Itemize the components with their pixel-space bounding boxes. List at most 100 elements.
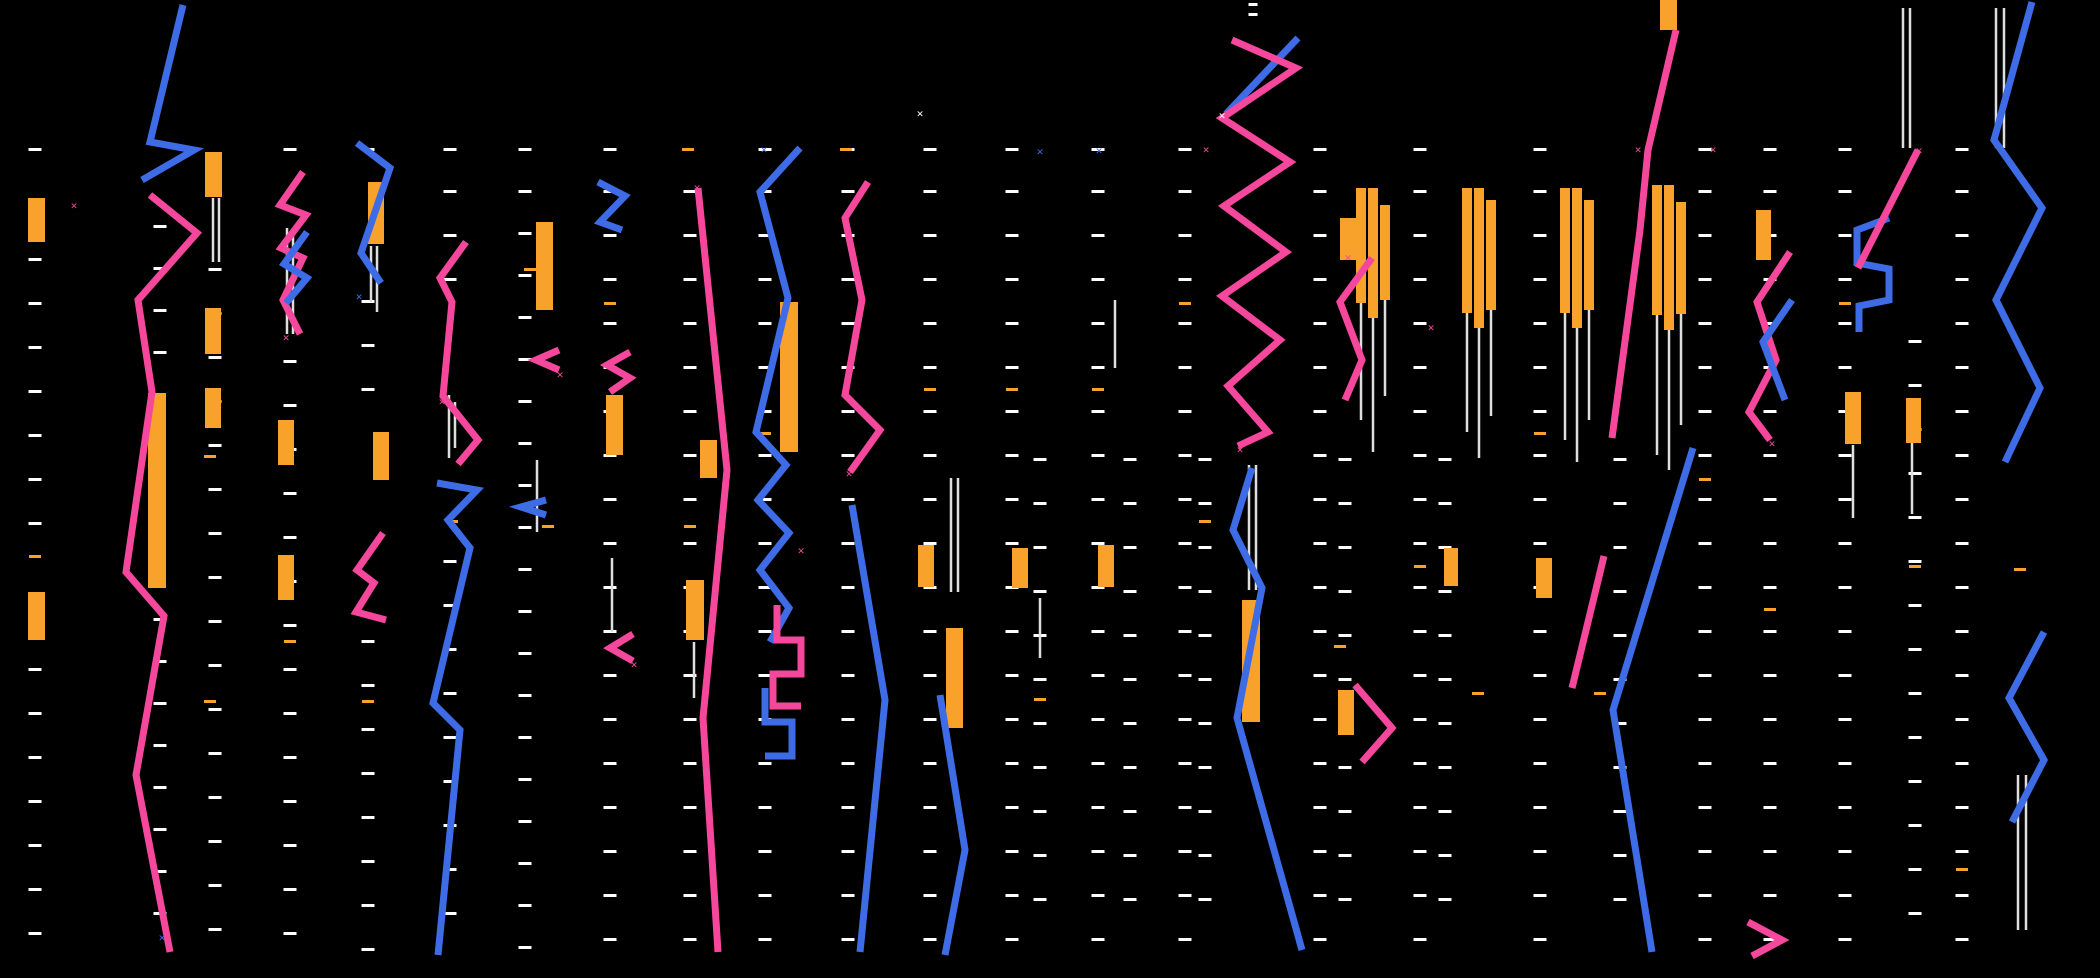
tick xyxy=(518,778,532,781)
tick xyxy=(1091,278,1105,281)
tick xyxy=(1033,502,1047,505)
blue-cross-marker: ✕ xyxy=(1037,145,1044,158)
pink-cross-marker: ✕ xyxy=(557,368,564,381)
series-pink-col5-lower xyxy=(350,530,387,624)
tick xyxy=(283,668,297,671)
tick xyxy=(1838,718,1852,721)
tick xyxy=(923,894,937,897)
white-cross-marker: ✕ xyxy=(1219,109,1226,122)
tick xyxy=(923,806,937,809)
tick xyxy=(1533,454,1547,457)
tick xyxy=(1091,322,1105,325)
tick xyxy=(1313,190,1327,193)
tick xyxy=(603,894,617,897)
orange-bar xyxy=(1486,200,1496,310)
tick xyxy=(1533,498,1547,501)
tick xyxy=(1838,366,1852,369)
tick xyxy=(208,268,222,271)
tick xyxy=(1123,458,1137,461)
tick xyxy=(1005,322,1019,325)
series-pink-col16 xyxy=(1744,250,1793,443)
orange-bar xyxy=(205,152,222,197)
tick xyxy=(208,664,222,667)
pink-cross-marker: ✕ xyxy=(798,544,805,557)
tick xyxy=(1413,322,1427,325)
tick xyxy=(1178,322,1192,325)
tick xyxy=(1178,894,1192,897)
tick xyxy=(683,894,697,897)
tick xyxy=(1123,810,1137,813)
tick xyxy=(443,190,457,193)
tick xyxy=(1613,502,1627,505)
orange-bar xyxy=(686,580,704,640)
tick xyxy=(603,718,617,721)
tick xyxy=(683,498,697,501)
tick xyxy=(1005,190,1019,193)
orange-bar xyxy=(278,555,294,600)
tick xyxy=(1091,762,1105,765)
tick xyxy=(1533,278,1547,281)
tick xyxy=(1198,722,1212,725)
tick xyxy=(923,322,937,325)
tick xyxy=(1698,322,1712,325)
blue-cross-marker: ✕ xyxy=(1096,144,1103,157)
tick xyxy=(1091,542,1105,545)
tick xyxy=(1033,766,1047,769)
tick xyxy=(1698,148,1712,151)
tick xyxy=(443,148,457,151)
tick xyxy=(758,938,772,941)
pink-cross-marker: ✕ xyxy=(1345,251,1352,264)
tick xyxy=(923,718,937,721)
series-blue-right-edge-lower xyxy=(2005,630,2048,824)
tick xyxy=(1198,898,1212,901)
tick xyxy=(1413,190,1427,193)
tick xyxy=(841,718,855,721)
tick xyxy=(1198,590,1212,593)
series-blue-col13-long xyxy=(1229,466,1306,951)
tick xyxy=(1955,190,1969,193)
tick xyxy=(208,928,222,931)
tick xyxy=(1123,854,1137,857)
tick xyxy=(1533,806,1547,809)
tick xyxy=(1413,586,1427,589)
tick xyxy=(283,492,297,495)
tick xyxy=(841,190,855,193)
tick xyxy=(28,888,42,891)
tick xyxy=(361,728,375,731)
tick xyxy=(361,640,375,643)
orange-tick xyxy=(2014,568,2026,571)
tick xyxy=(603,148,617,151)
series-pink-col8-mid xyxy=(599,348,637,395)
tick xyxy=(841,762,855,765)
tick xyxy=(443,604,457,607)
tick xyxy=(1198,502,1212,505)
tick xyxy=(28,346,42,349)
tick xyxy=(1091,938,1105,941)
tick xyxy=(1198,458,1212,461)
series-pink-bottom-right xyxy=(1746,918,1790,960)
orange-tick xyxy=(1334,645,1346,648)
tick xyxy=(923,498,937,501)
pink-cross-marker: ✕ xyxy=(283,331,290,344)
tick xyxy=(841,850,855,853)
tick xyxy=(518,946,532,949)
series-pink-col9-long xyxy=(694,187,731,953)
tick xyxy=(1178,278,1192,281)
tick xyxy=(1198,546,1212,549)
orange-bar xyxy=(1906,398,1921,443)
tick xyxy=(1838,586,1852,589)
tick xyxy=(1763,410,1777,413)
series-blue-col12-lower xyxy=(936,694,969,956)
tick xyxy=(683,938,697,941)
series-blue-col10-steps xyxy=(761,688,796,760)
tick xyxy=(1908,780,1922,783)
tick xyxy=(1091,894,1105,897)
series-blue-col6-long xyxy=(429,479,485,956)
tick xyxy=(1955,366,1969,369)
tick xyxy=(361,684,375,687)
pink-cross-marker: ✕ xyxy=(1769,437,1776,450)
tick xyxy=(1338,898,1352,901)
orange-tick xyxy=(284,640,296,643)
pink-cross-marker: ✕ xyxy=(71,199,78,212)
tick xyxy=(1908,560,1922,563)
